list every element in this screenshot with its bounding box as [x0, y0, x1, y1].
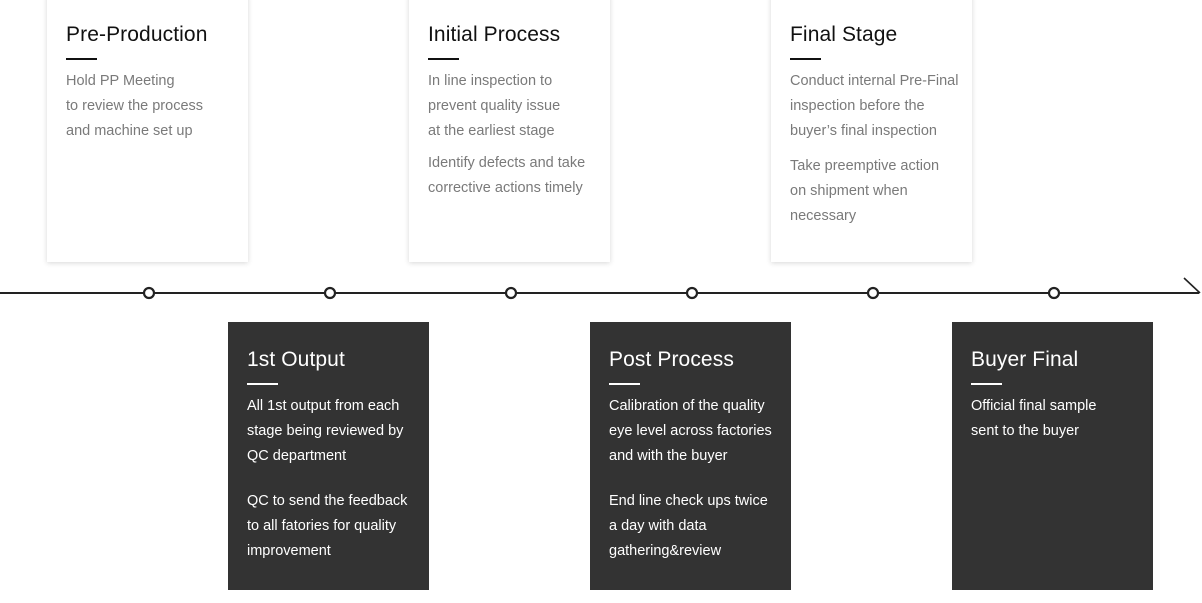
stage-title: Post Process — [609, 348, 734, 371]
stage-card-pre-production: Pre-Production Hold PP Meeting to review… — [47, 0, 248, 262]
stage-title: Pre-Production — [66, 23, 208, 46]
stage-description: Hold PP Meeting to review the process an… — [66, 73, 204, 139]
stage-description: In line inspection to prevent quality is… — [428, 73, 561, 139]
title-underline — [428, 58, 459, 60]
stage-description: Take preemptive action on shipment when … — [790, 158, 940, 224]
stage-title: Final Stage — [790, 23, 898, 46]
timeline-node — [685, 286, 699, 300]
stage-description: QC to send the feedback to all fatories … — [247, 493, 408, 559]
title-underline — [247, 383, 278, 385]
stage-description: Official final sample sent to the buyer — [971, 398, 1097, 439]
timeline-node — [504, 286, 518, 300]
stage-card-buyer-final: Buyer Final Official final sample sent t… — [952, 322, 1153, 590]
stage-description: Conduct internal Pre-Final inspection be… — [790, 73, 959, 139]
stage-title: Initial Process — [428, 23, 561, 46]
timeline — [0, 277, 1201, 300]
stage-card-post-process: Post Process Calibration of the quality … — [590, 322, 791, 590]
stage-title: 1st Output — [247, 348, 345, 371]
stage-card-final-stage: Final Stage Conduct internal Pre-Final i… — [771, 0, 972, 262]
stage-title: Buyer Final — [971, 348, 1079, 371]
title-underline — [609, 383, 640, 385]
stage-description: All 1st output from each stage being rev… — [247, 398, 404, 464]
stage-card-1st-output: 1st Output All 1st output from each stag… — [228, 322, 429, 590]
stage-card-initial-process: Initial Process In line inspection to pr… — [409, 0, 610, 262]
timeline-node — [866, 286, 880, 300]
stage-description: Identify defects and take corrective act… — [428, 155, 586, 196]
stage-description: Calibration of the quality eye level acr… — [609, 398, 772, 464]
timeline-node — [142, 286, 156, 300]
title-underline — [790, 58, 821, 60]
timeline-arrow-head — [1183, 277, 1201, 294]
timeline-node — [323, 286, 337, 300]
timeline-node — [1047, 286, 1061, 300]
title-underline — [971, 383, 1002, 385]
title-underline — [66, 58, 97, 60]
stage-description: End line check ups twice a day with data… — [609, 493, 768, 559]
